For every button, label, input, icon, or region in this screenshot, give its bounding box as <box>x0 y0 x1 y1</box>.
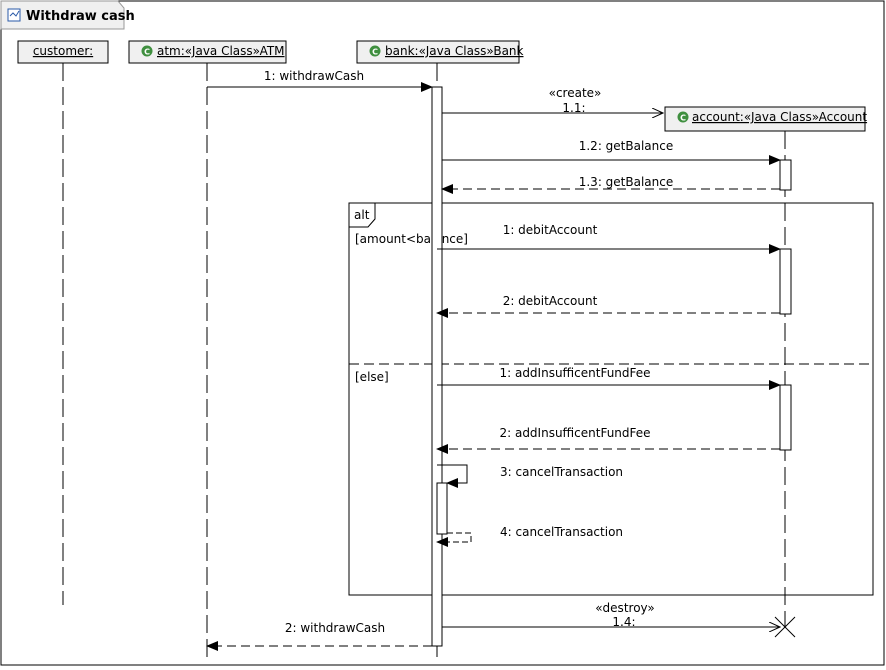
diagram-title-tab[interactable]: Withdraw cash <box>0 0 135 30</box>
message-1-2-label: 1.2: getBalance <box>579 139 674 153</box>
message-canceltransaction-return-label: 4: cancelTransaction <box>500 525 623 539</box>
message-1-1-label: 1.1: <box>562 101 585 115</box>
message-1-4-label: 1.4: <box>612 615 635 629</box>
message-withdrawcash-return-label: 2: withdrawCash <box>285 621 385 635</box>
lifeline-account-header[interactable]: C account:«Java Class»Account <box>664 106 867 132</box>
account-activation-getbalance[interactable] <box>779 159 792 191</box>
message-withdrawcash-label: 1: withdrawCash <box>264 69 364 83</box>
sequence-diagram-icon <box>7 8 21 22</box>
lifeline-bank-label: bank:«Java Class»Bank <box>385 44 524 58</box>
message-canceltransaction-self-call[interactable] <box>437 464 468 488</box>
alt-fragment-tab <box>348 202 376 228</box>
svg-text:C: C <box>372 48 378 57</box>
diagram-title: Withdraw cash <box>26 9 135 24</box>
lifeline-account-label: account:«Java Class»Account <box>692 110 867 124</box>
java-class-icon: C <box>369 45 381 57</box>
message-1-3-label: 1.3: getBalance <box>579 175 674 189</box>
create-stereotype: «create» <box>549 86 602 100</box>
svg-text:C: C <box>144 48 150 57</box>
alt-operator: alt <box>354 208 370 222</box>
lifeline-customer-label: customer: <box>33 44 93 58</box>
guard-amount-less-balance: [amount<balance] <box>355 232 468 246</box>
lifeline-customer-header[interactable]: customer: <box>17 40 109 64</box>
destruction-marker <box>774 616 796 638</box>
lifeline-bank-header[interactable]: C bank:«Java Class»Bank <box>356 40 524 64</box>
guard-else: [else] <box>355 370 389 384</box>
lifeline-atm-header[interactable]: C atm:«Java Class»ATM <box>128 40 287 64</box>
message-addfee-return-label: 2: addInsufficentFundFee <box>499 426 650 440</box>
message-debitaccount-label: 1: debitAccount <box>503 223 598 237</box>
message-canceltransaction-label: 3: cancelTransaction <box>500 465 623 479</box>
svg-text:C: C <box>680 114 686 123</box>
message-debitaccount-return-label: 2: debitAccount <box>503 294 598 308</box>
message-addfee-label: 1: addInsufficentFundFee <box>499 366 650 380</box>
bank-activation-bar[interactable] <box>431 86 443 647</box>
java-class-icon: C <box>141 45 153 57</box>
message-canceltransaction-self-return[interactable] <box>436 532 472 547</box>
java-class-icon: C <box>677 111 689 123</box>
account-activation-fee[interactable] <box>779 384 792 451</box>
account-activation-debit[interactable] <box>779 248 792 315</box>
bank-self-activation-bar[interactable] <box>436 482 448 535</box>
lifeline-atm-label: atm:«Java Class»ATM <box>157 44 285 58</box>
destroy-stereotype: «destroy» <box>595 601 655 615</box>
